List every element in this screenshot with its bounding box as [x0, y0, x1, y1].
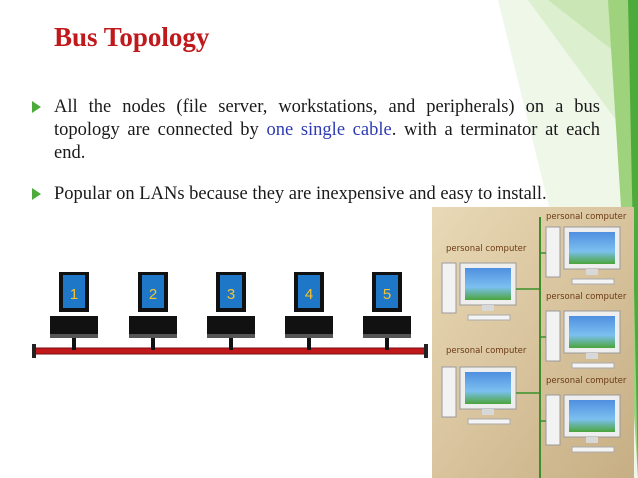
slide-title: Bus Topology: [54, 22, 209, 53]
terminator-left: [32, 344, 36, 358]
node-label-3: 3: [227, 286, 235, 303]
node-label-4: 4: [305, 286, 313, 303]
terminator-right: [424, 344, 428, 358]
photo-label-left-1: personal computer: [446, 244, 527, 254]
bus-topology-diagram: 1 2 3 4 5: [30, 270, 430, 360]
bullet-arrow-icon: [32, 188, 41, 200]
bus-node-1: 1: [50, 272, 98, 350]
bus-node-4: 4: [285, 272, 333, 350]
photo-label-right-3: personal computer: [546, 376, 627, 386]
photo-label-left-2: personal computer: [446, 346, 527, 356]
paragraph-bus-definition: All the nodes (file server, workstations…: [54, 96, 600, 165]
bullet-arrow-icon: [32, 101, 41, 113]
bus-node-3: 3: [207, 272, 255, 350]
bus-node-2: 2: [129, 272, 177, 350]
bus-node-5: 5: [363, 272, 411, 350]
node-label-2: 2: [149, 286, 157, 303]
photo-label-right-2: personal computer: [546, 292, 627, 302]
paragraph-popular-on-lans: Popular on LANs because they are inexpen…: [54, 183, 602, 206]
node-label-5: 5: [383, 286, 391, 303]
photo-label-top-right: personal computer: [546, 212, 627, 222]
highlight-one-single-cable: one single cable: [266, 120, 391, 140]
bus-network-photo: personal computer personal computer pers…: [432, 207, 634, 478]
node-label-1: 1: [70, 286, 78, 303]
